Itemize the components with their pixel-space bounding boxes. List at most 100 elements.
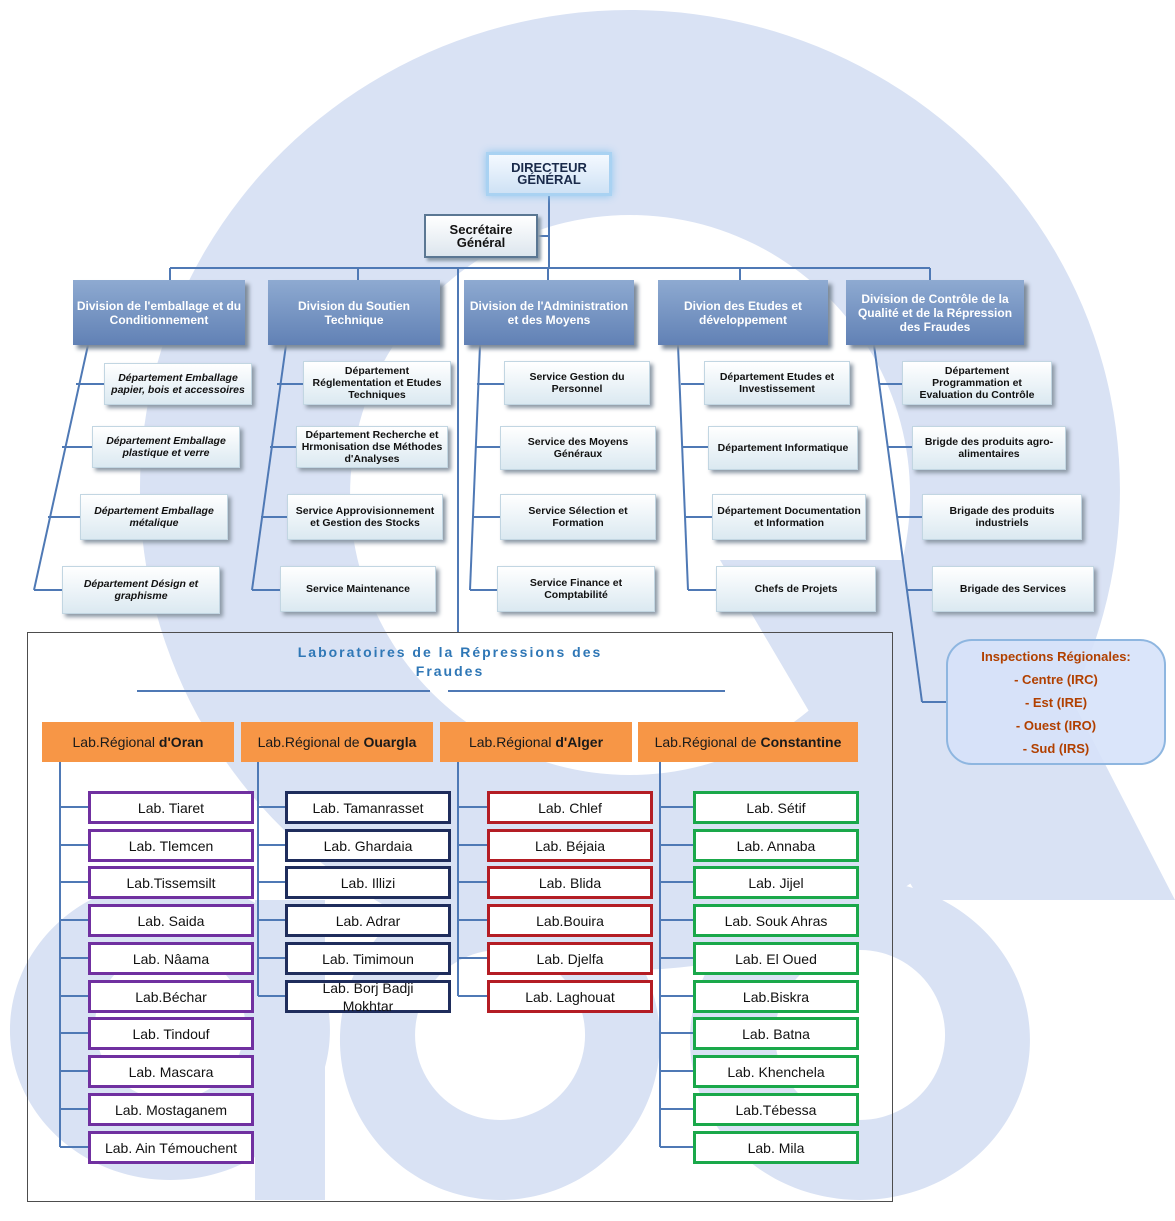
region-name: d'Alger — [555, 734, 604, 750]
lab-label: Lab. Borj Badji Mokhtar — [322, 979, 414, 1014]
lab-box: Lab. Khenchela — [693, 1055, 859, 1088]
lab-label: Lab. Annaba — [736, 837, 816, 854]
unit-label: Département Emballage plastique et verre — [106, 435, 226, 459]
lab-box: Lab.Biskra — [693, 980, 859, 1013]
lab-box: Lab. Jijel — [693, 866, 859, 899]
unit-box: Département Documentation et Information — [712, 494, 866, 540]
lab-label: Lab. Saida — [137, 912, 205, 929]
unit-box: Département Désign et graphisme — [62, 566, 220, 614]
unit-box: Département Recherche et Hrmonisation ds… — [296, 426, 448, 468]
region-header-ouargla: Lab.Régional de Ouargla — [241, 722, 433, 762]
lab-label: Lab.Biskra — [742, 988, 810, 1005]
unit-label: Service Finance et Comptabilité — [529, 577, 623, 601]
lab-box: Lab. Adrar — [285, 904, 451, 937]
region-prefix: Lab.Régional — [468, 734, 556, 750]
lab-label: Lab. Batna — [742, 1025, 810, 1042]
lab-label: Lab. Jijel — [748, 874, 804, 891]
unit-box: Brigade des produits industriels — [922, 494, 1082, 540]
lab-box: Lab. Saida — [88, 904, 254, 937]
lab-box: Lab.Tissemsilt — [88, 866, 254, 899]
region-prefix: Lab.Régional de — [257, 734, 364, 750]
lab-label: Lab.Béchar — [135, 988, 207, 1005]
unit-box: Service Approvisionnement et Gestion des… — [287, 494, 443, 540]
lab-box: Lab. Blida — [487, 866, 653, 899]
lab-label: Lab. Sétif — [746, 799, 806, 816]
lab-label: Lab.Tébessa — [735, 1101, 817, 1118]
lab-box: Lab. Tindouf — [88, 1017, 254, 1050]
lab-label: Lab. Tindouf — [132, 1025, 210, 1042]
region-name: Constantine — [760, 734, 842, 750]
lab-box: Lab. Tiaret — [88, 791, 254, 824]
lab-label: Lab. Mostaganem — [114, 1101, 228, 1118]
region-prefix: Lab.Régional — [72, 734, 159, 750]
lab-label: Lab. Ain Témouchent — [104, 1139, 238, 1156]
unit-label: Service Gestion du Personnel — [529, 371, 625, 395]
lab-label: Lab. Ghardaia — [323, 837, 413, 854]
unit-label: Département Emballage papier, bois et ac… — [111, 372, 245, 396]
unit-box: Département Etudes et Investissement — [704, 361, 850, 405]
region-header-oran: Lab.Régional d'Oran — [42, 722, 234, 762]
lab-box: Lab. Illizi — [285, 866, 451, 899]
lab-box: Lab. Laghouat — [487, 980, 653, 1013]
region-name: d'Oran — [158, 734, 204, 750]
lab-label: Lab. Blida — [538, 874, 602, 891]
lab-box: Lab. Ain Témouchent — [88, 1131, 254, 1164]
unit-box: Département Informatique — [708, 426, 858, 470]
lab-label: Lab. Mascara — [128, 1063, 214, 1080]
division-title: Division de Contrôle de la Qualité et de… — [857, 291, 1013, 334]
secretary-box: Secrétaire Général — [424, 214, 538, 258]
unit-box: Département Programmation et Evaluation … — [902, 361, 1052, 405]
connector-line — [251, 344, 287, 591]
lab-box: Lab. El Oued — [693, 942, 859, 975]
lab-box: Lab. Sétif — [693, 791, 859, 824]
division-soutien: Division du Soutien Technique — [268, 280, 440, 345]
lab-box: Lab. Timimoun — [285, 942, 451, 975]
inspections-item: - Ouest (IRO) — [1015, 717, 1097, 733]
lab-label: Lab. Djelfa — [536, 950, 604, 967]
division-emballage: Division de l'emballage et du Conditionn… — [73, 280, 245, 345]
unit-label: Service des Moyens Généraux — [527, 436, 629, 460]
region-header-alger: Lab.Régional d'Alger — [440, 722, 632, 762]
unit-label: Département Programmation et Evaluation … — [919, 365, 1035, 401]
unit-label: Service Sélection et Formation — [528, 505, 628, 529]
lab-label: Lab.Bouira — [536, 912, 604, 929]
lab-box: Lab. Ghardaia — [285, 829, 451, 862]
labs-frame — [27, 632, 893, 1202]
unit-box: Département Emballage papier, bois et ac… — [104, 363, 252, 405]
region-header-constantine: Lab.Régional de Constantine — [638, 722, 858, 762]
division-controle: Division de Contrôle de la Qualité et de… — [846, 280, 1024, 345]
lab-label: Lab. Souk Ahras — [724, 912, 828, 929]
unit-label: Département Informatique — [717, 442, 849, 454]
lab-box: Lab. Annaba — [693, 829, 859, 862]
lab-box: Lab. Mascara — [88, 1055, 254, 1088]
division-title: Division du Soutien Technique — [297, 298, 410, 327]
division-title: Division de l'emballage et du Conditionn… — [76, 298, 242, 327]
unit-box: Chefs de Projets — [716, 566, 876, 612]
unit-box: Département Réglementation et Etudes Tec… — [303, 361, 451, 405]
lab-box: Lab. Chlef — [487, 791, 653, 824]
inspections-item: - Sud (IRS) — [1022, 740, 1090, 756]
division-etudes: Divion des Etudes et développement — [658, 280, 828, 345]
lab-box: Lab. Nâama — [88, 942, 254, 975]
labs-title: Laboratoires de la Répressions des Fraud… — [297, 644, 603, 679]
lab-label: Lab. Khenchela — [727, 1063, 825, 1080]
unit-label: Département Désign et graphisme — [83, 578, 199, 602]
unit-label: Brigde des produits agro-alimentaires — [924, 436, 1054, 460]
lab-label: Lab. Illizi — [340, 874, 396, 891]
unit-label: Chefs de Projets — [754, 583, 838, 595]
unit-box: Service Finance et Comptabilité — [497, 566, 655, 612]
unit-box: Brigde des produits agro-alimentaires — [912, 426, 1066, 470]
division-title: Division de l'Administration et des Moye… — [469, 298, 629, 327]
lab-label: Lab. Chlef — [538, 799, 602, 816]
lab-box: Lab. Souk Ahras — [693, 904, 859, 937]
lab-box: Lab. Batna — [693, 1017, 859, 1050]
unit-label: Département Documentation et Information — [717, 505, 861, 529]
connector-line — [33, 344, 89, 591]
unit-label: Département Réglementation et Etudes Tec… — [312, 365, 442, 401]
lab-box: Lab. Mila — [693, 1131, 859, 1164]
lab-box: Lab.Tébessa — [693, 1093, 859, 1126]
lab-box: Lab. Djelfa — [487, 942, 653, 975]
lab-box: Lab. Béjaia — [487, 829, 653, 862]
unit-label: Service Maintenance — [306, 583, 410, 595]
